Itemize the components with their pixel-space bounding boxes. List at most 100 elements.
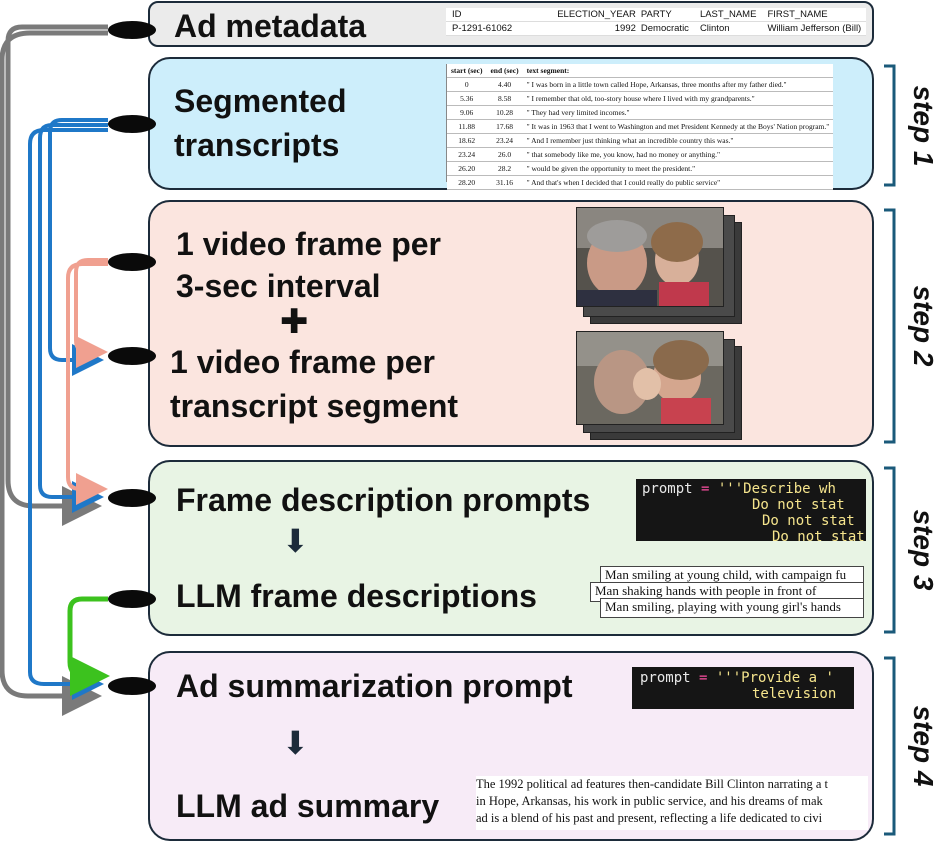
frames-line2a: 1 video frame per (170, 344, 435, 380)
transcripts-title-line1: Segmented (174, 83, 347, 119)
code-line: television (640, 686, 846, 702)
step-label-4: step 4 (908, 705, 939, 787)
step-label-1: step 1 (908, 85, 939, 167)
transcript-header-row: start (sec) end (sec) text segment: (447, 64, 834, 78)
code-keyword: prompt (642, 481, 693, 497)
frames-line1b: 3-sec interval (176, 268, 381, 304)
segment-start: 0 (447, 77, 487, 92)
step-label-2: step 2 (908, 285, 939, 367)
metadata-header: PARTY (640, 8, 694, 22)
code-line: prompt = '''Describe wh (642, 481, 860, 497)
frames-line1a: 1 video frame per (176, 226, 441, 262)
metadata-header: LAST_NAME (693, 8, 762, 22)
metadata-header: ID (446, 8, 518, 22)
code-operator: = (692, 481, 718, 497)
metadata-value: Clinton (693, 21, 762, 36)
frame-description-2: Man shaking hands with people in front o… (590, 582, 864, 602)
frame-prompt-code: prompt = '''Describe wh Do not stat Do n… (636, 479, 866, 545)
code-string: Do not stat (752, 497, 845, 513)
segment-text: " I remember that old, too-story house w… (522, 91, 834, 106)
summary-prompt-code: prompt = '''Provide a ' television (632, 667, 854, 709)
code-line: Do not stat (642, 513, 860, 529)
summary-line: The 1992 political ad features then-cand… (476, 777, 828, 791)
metadata-value: P-1291-61062 (446, 21, 518, 36)
frames-line2b: transcript segment (170, 388, 459, 424)
segment-text: " They had very limited incomes." (522, 105, 834, 120)
summary-title: LLM ad summary (176, 788, 440, 824)
summary-line: in Hope, Arkansas, his work in public se… (476, 794, 823, 808)
llm-summary-text: The 1992 political ad features then-cand… (476, 776, 868, 830)
frame-desc-title: LLM frame descriptions (176, 578, 537, 614)
metadata-value: 1992 (517, 21, 641, 36)
segment-end: 10.28 (486, 105, 523, 120)
code-string: television (752, 686, 837, 702)
segment-end: 26.0 (486, 147, 523, 162)
metadata-value: Democratic (640, 21, 694, 36)
metadata-value-row: P-1291-61062 1992 Democratic Clinton Wil… (446, 21, 867, 36)
code-line: Do not stat (642, 497, 860, 513)
summary-prompt-title: Ad summarization prompt (176, 668, 573, 704)
video-frame-image (576, 207, 724, 307)
down-arrow-icon: ⬇ (282, 724, 309, 762)
segment-text: " would be given the opportunity to meet… (522, 161, 834, 176)
segment-start: 5.36 (447, 91, 487, 106)
step-brackets (884, 64, 896, 836)
transcript-header: text segment: (522, 64, 834, 78)
transcript-header: end (sec) (486, 64, 523, 78)
frame-prompt-title: Frame description prompts (176, 482, 591, 518)
video-frame-image (576, 331, 724, 425)
segment-start: 18.62 (447, 133, 487, 148)
frame-description-3: Man smiling, playing with young girl's h… (600, 598, 864, 618)
segment-start: 11.88 (447, 119, 487, 134)
segment-start: 9.06 (447, 105, 487, 120)
code-keyword: prompt (640, 670, 691, 686)
segment-end: 23.24 (486, 133, 523, 148)
video-frame-clinton-child-1 (577, 208, 723, 306)
summary-line: ad is a blend of his past and present, r… (476, 811, 823, 825)
video-frame-clinton-child-2 (577, 332, 723, 424)
segment-text: " And I remember just thinking what an i… (522, 133, 834, 148)
metadata-table: ID ELECTION_YEAR PARTY LAST_NAME FIRST_N… (446, 8, 867, 36)
gray-arrows (0, 24, 108, 716)
segment-end: 4.40 (486, 77, 523, 92)
code-line: Do not stat (642, 529, 865, 545)
segment-end: 17.68 (486, 119, 523, 134)
metadata-value: William Jefferson (Bill) (761, 21, 867, 36)
segment-text: " And that's when I decided that I could… (522, 175, 834, 190)
segment-end: 28.2 (486, 161, 523, 176)
salmon-arrows (66, 258, 108, 505)
green-arrow (67, 596, 110, 696)
code-string: '''Provide a ' (715, 670, 834, 686)
metadata-header: FIRST_NAME (761, 8, 867, 22)
segment-start: 23.24 (447, 147, 487, 162)
connector-nodes (108, 21, 156, 695)
down-arrow-icon: ⬇ (282, 522, 309, 560)
metadata-title: Ad metadata (174, 8, 367, 44)
segment-text: " that somebody like me, you know, had n… (522, 147, 834, 162)
segment-text: " I was born in a little town called Hop… (522, 77, 834, 92)
step2-panel (148, 200, 874, 447)
metadata-header-row: ID ELECTION_YEAR PARTY LAST_NAME FIRST_N… (446, 8, 867, 22)
metadata-header: ELECTION_YEAR (517, 8, 641, 22)
transcript-header: start (sec) (447, 64, 487, 78)
segment-start: 28.20 (447, 175, 487, 190)
plus-icon: ✚ (280, 302, 309, 342)
transcripts-title-line2: transcripts (174, 127, 340, 163)
segment-text: " It was in 1963 that I went to Washingt… (522, 119, 834, 134)
segment-end: 8.58 (486, 91, 523, 106)
code-string: '''Describe wh (717, 481, 836, 497)
blue-arrows (28, 118, 108, 700)
segment-end: 31.16 (486, 175, 523, 190)
